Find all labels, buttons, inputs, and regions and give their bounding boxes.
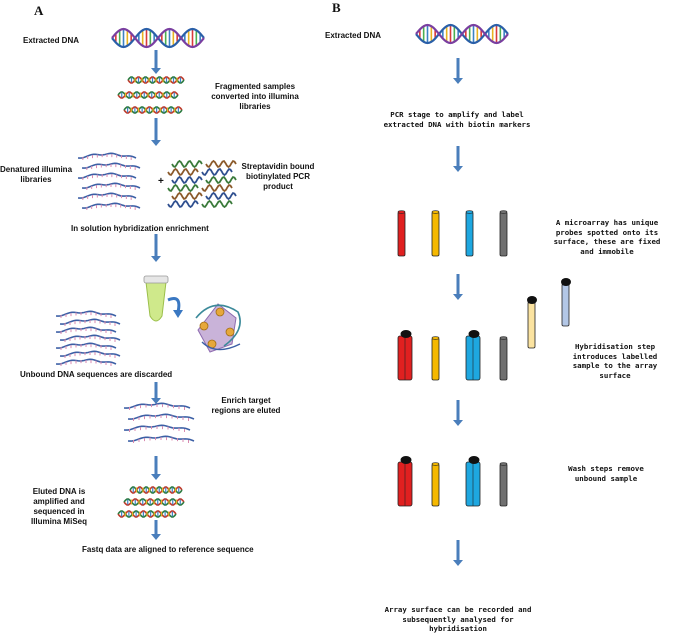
flow-arrow — [453, 274, 463, 300]
a-streptavidin-label: Streptavidin bound biotinylated PCR prod… — [241, 162, 315, 191]
b-microarray-label: A microarray has unique probes spotted o… — [553, 218, 661, 256]
flow-arrow — [151, 382, 161, 404]
b-hybridisation-label: Hybridisation step introduces labelled s… — [572, 342, 658, 380]
single-strand-dna-icon — [55, 358, 117, 366]
probe-tube-icon — [397, 456, 413, 507]
test-tube-icon — [143, 275, 183, 322]
dna-helix-icon — [111, 27, 205, 49]
probe-tube-icon — [397, 210, 406, 257]
probe-tube-icon — [499, 336, 508, 381]
biotin-marker-icon — [400, 330, 412, 338]
dna-fragment-icon — [117, 91, 179, 99]
probe-tube-icon — [431, 210, 440, 257]
probe-tube-icon — [499, 462, 508, 507]
bead-complex-icon — [195, 303, 241, 353]
biotinylated-pcr-product-icon — [167, 159, 237, 209]
flow-arrow — [453, 146, 463, 172]
probe-tube-icon — [561, 278, 571, 327]
single-strand-dna-icon — [59, 334, 121, 342]
biotin-marker-icon — [400, 456, 412, 464]
single-strand-dna-icon — [81, 162, 141, 170]
single-strand-dna-icon — [127, 435, 195, 443]
single-strand-dna-icon — [59, 318, 121, 326]
flow-arrow — [453, 540, 463, 566]
probe-tube-icon — [397, 330, 413, 381]
biotin-marker-icon — [468, 456, 480, 464]
dna-fragment-icon — [117, 510, 177, 518]
single-strand-dna-icon — [123, 402, 191, 410]
flow-arrow — [151, 118, 161, 146]
b-pcr-label: PCR stage to amplify and label extracted… — [383, 110, 531, 129]
flow-arrow — [151, 50, 161, 74]
a-fragmented-label: Fragmented samples converted into illumi… — [211, 82, 299, 111]
probe-tube-icon — [527, 296, 537, 349]
a-plus-sign: + — [158, 176, 164, 187]
probe-tube-icon — [465, 330, 481, 381]
dna-fragment-icon — [127, 76, 185, 84]
flow-arrow — [151, 456, 161, 480]
single-strand-dna-icon — [77, 152, 137, 160]
b-array-surface-label: Array surface can be recorded and subseq… — [384, 605, 532, 633]
biotin-marker-icon — [561, 278, 571, 286]
a-fastq-label: Fastq data are aligned to reference sequ… — [82, 545, 254, 554]
panel-label-a: A — [34, 3, 44, 18]
probe-tube-icon — [465, 456, 481, 507]
biotin-marker-icon — [527, 296, 537, 304]
probe-tube-icon — [431, 336, 440, 381]
flow-arrow — [151, 234, 161, 262]
biotin-marker-icon — [468, 330, 480, 338]
probe-tube-icon — [431, 462, 440, 507]
probe-tube-icon — [499, 210, 508, 257]
a-extracted-dna-label: Extracted DNA — [23, 36, 80, 45]
single-strand-dna-icon — [55, 310, 117, 318]
dna-fragment-icon — [123, 106, 183, 114]
b-extracted-dna-label: Extracted DNA — [325, 31, 382, 40]
b-wash-label: Wash steps remove unbound sample — [568, 464, 644, 483]
single-strand-dna-icon — [81, 202, 141, 210]
single-strand-dna-icon — [77, 172, 137, 180]
single-strand-dna-icon — [77, 192, 137, 200]
single-strand-dna-icon — [55, 342, 117, 350]
a-denatured-label: Denatured illumina libraries — [0, 165, 73, 184]
single-strand-dna-icon — [55, 326, 117, 334]
dna-fragment-icon — [123, 498, 185, 506]
flow-arrow — [453, 400, 463, 426]
a-unbound-label: Unbound DNA sequences are discarded — [20, 370, 173, 379]
panel-label-b: B — [332, 0, 341, 15]
flow-arrow — [453, 58, 463, 84]
single-strand-dna-icon — [123, 424, 191, 432]
a-hybridization-label: In solution hybridization enrichment — [71, 224, 209, 233]
dna-fragment-icon — [129, 486, 183, 494]
single-strand-dna-icon — [81, 182, 141, 190]
flow-arrow — [151, 520, 161, 540]
a-eluted-label: Eluted DNA is amplified and sequenced in… — [30, 487, 87, 526]
single-strand-dna-icon — [59, 350, 121, 358]
a-enrich-label: Enrich target regions are eluted — [211, 396, 281, 415]
single-strand-dna-icon — [127, 413, 195, 421]
probe-tube-icon — [465, 210, 474, 257]
dna-helix-icon — [415, 23, 509, 45]
